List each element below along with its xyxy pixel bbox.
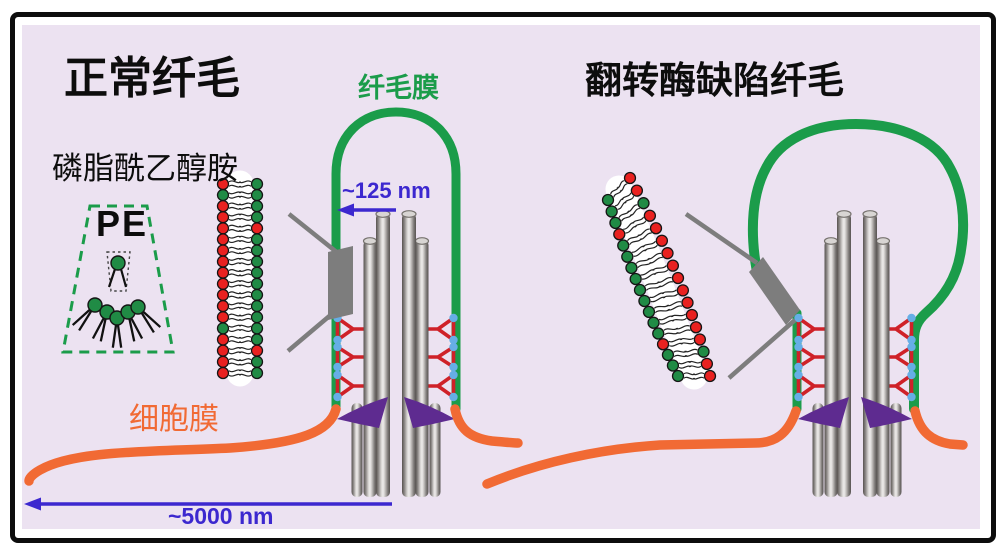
deficient-magnifier-lines xyxy=(684,212,797,380)
normal-ciliary-membrane xyxy=(331,107,461,414)
deficient-fiber-right xyxy=(861,397,912,428)
transition-fibers xyxy=(337,397,912,428)
length-arrow xyxy=(24,497,392,511)
ciliary-membrane-label: 纤毛膜 xyxy=(358,73,439,103)
normal-tz-right xyxy=(427,313,458,402)
deficient-bilayer xyxy=(601,171,717,390)
transition-zones xyxy=(333,313,916,402)
normal-tz-left xyxy=(333,313,364,402)
cell-membranes xyxy=(24,404,968,489)
pe-legend xyxy=(61,204,175,354)
normal-microtubules xyxy=(351,210,441,497)
cell-membrane-label: 细胞膜 xyxy=(129,403,219,436)
magnifier-callouts xyxy=(286,212,800,380)
deficient-tz-right xyxy=(885,313,916,402)
deficient-ciliary-membrane xyxy=(747,118,969,414)
pe-trapezoid xyxy=(61,204,175,354)
pe-single-lipid xyxy=(106,251,131,292)
deficient-cilium-title: 翻转酶缺陷纤毛 xyxy=(585,60,844,101)
normal-bilayer xyxy=(216,170,264,387)
deficient-cell-membrane-left xyxy=(482,406,801,489)
cilium-length-measurement: ~5000 nm xyxy=(168,503,274,529)
width-arrow xyxy=(337,203,396,217)
deficient-cell-membrane-right xyxy=(910,406,968,450)
cilium-width-measurement: ~125 nm xyxy=(342,178,431,203)
normal-cell-membrane-right xyxy=(450,404,523,448)
deficient-tz-left xyxy=(794,313,825,402)
normal-cell-membrane-left xyxy=(24,404,341,486)
normal-fiber-left xyxy=(337,397,388,428)
normal-fiber-right xyxy=(404,397,455,428)
pe-abbreviation-label: PE xyxy=(96,203,149,244)
deficient-magnifier-box xyxy=(749,257,800,325)
pe-lipid-fan xyxy=(71,297,162,348)
normal-magnifier-box xyxy=(328,246,353,320)
deficient-microtubules xyxy=(812,210,902,497)
normal-cilium-title: 正常纤毛 xyxy=(64,54,240,103)
deficient-fiber-left xyxy=(798,397,849,428)
phosphatidylethanolamine-label: 磷脂酰乙醇胺 xyxy=(52,151,238,186)
